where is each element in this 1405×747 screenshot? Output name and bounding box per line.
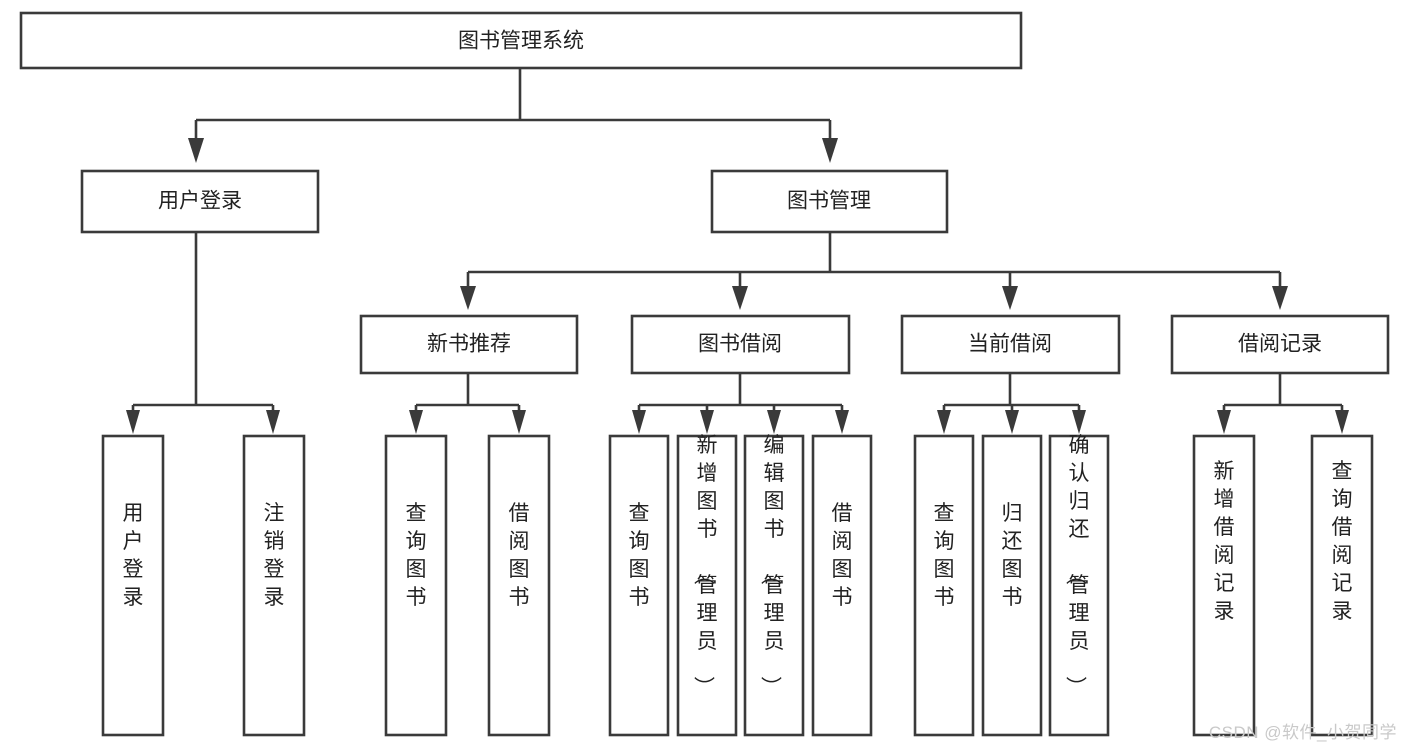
arrow-head-icon: [1002, 286, 1018, 310]
arrow-head-icon: [512, 410, 526, 434]
node-box-book-management[interactable]: [710, 169, 949, 234]
node-box-borrow-record[interactable]: [1170, 314, 1390, 375]
leaf-node-borrow-record-query[interactable]: 查询借阅记录: [1310, 434, 1374, 737]
arrow-head-icon: [126, 410, 140, 434]
node-new-book-recommend[interactable]: 新书推荐: [359, 314, 579, 375]
leaf-node-book-borrow-add[interactable]: 新增图书（管理员）: [676, 434, 738, 737]
leaf-box-current-borrow-confirm[interactable]: [1048, 434, 1110, 737]
connector-group-user-login: [126, 233, 280, 434]
leaf-box-current-borrow-query[interactable]: [913, 434, 975, 737]
node-label-current-borrow: 当前借阅: [968, 333, 1052, 356]
leaf-box-borrow-record-query[interactable]: [1310, 434, 1374, 737]
connector-group-current-borrow: [937, 373, 1086, 434]
node-root-system[interactable]: 图书管理系统: [19, 11, 1023, 70]
leaf-label-new-book-borrow: 借阅图书: [509, 502, 530, 609]
leaf-label-book-borrow-query: 查询图书: [629, 502, 650, 609]
node-label-new-book-recommend: 新书推荐: [427, 333, 511, 356]
arrow-head-icon: [767, 410, 781, 434]
arrow-head-icon: [1072, 410, 1086, 434]
leaf-node-new-book-borrow[interactable]: 借阅图书: [487, 434, 551, 737]
leaf-label-book-borrow-edit: 编辑图书（管理员）: [759, 434, 785, 697]
connector-group-book-mgmt: [460, 232, 1288, 310]
leaf-label-user-login-logout: 注销登录: [264, 502, 285, 609]
leaf-node-current-borrow-return[interactable]: 归还图书: [981, 434, 1043, 737]
csdn-watermark: CSDN @软件_小贺同学: [1208, 723, 1397, 742]
arrow-head-icon: [732, 286, 748, 310]
leaf-box-book-borrow-query[interactable]: [608, 434, 670, 737]
leaf-node-current-borrow-query[interactable]: 查询图书: [913, 434, 975, 737]
node-box-new-book-recommend[interactable]: [359, 314, 579, 375]
node-label-user-login: 用户登录: [158, 190, 242, 213]
arrow-head-icon: [835, 410, 849, 434]
leaf-label-new-book-query: 查询图书: [406, 502, 427, 609]
leaf-box-user-login-logout[interactable]: [242, 434, 306, 737]
leaf-label-current-borrow-confirm: 确认归还（管理员）: [1064, 434, 1090, 697]
node-box-current-borrow[interactable]: [900, 314, 1121, 375]
connector-group-root: [188, 68, 838, 163]
leaf-label-current-borrow-query: 查询图书: [934, 502, 955, 609]
leaf-box-new-book-borrow[interactable]: [487, 434, 551, 737]
arrow-head-icon: [937, 410, 951, 434]
node-box-book-borrow[interactable]: [630, 314, 851, 375]
connector-group-borrow-record: [1217, 373, 1349, 434]
arrow-head-icon: [1335, 410, 1349, 434]
leaf-label-user-login-login: 用户登录: [123, 502, 144, 609]
leaf-node-borrow-record-add[interactable]: 新增借阅记录: [1192, 434, 1256, 737]
leaf-node-book-borrow-borrow[interactable]: 借阅图书: [811, 434, 873, 737]
node-book-management[interactable]: 图书管理: [710, 169, 949, 234]
leaf-node-book-borrow-edit[interactable]: 编辑图书（管理员）: [743, 434, 805, 737]
node-borrow-record[interactable]: 借阅记录: [1170, 314, 1390, 375]
leaf-box-book-borrow-borrow[interactable]: [811, 434, 873, 737]
arrow-head-icon: [1272, 286, 1288, 310]
arrow-head-icon: [632, 410, 646, 434]
arrow-head-icon: [188, 138, 204, 163]
leaf-node-user-login-logout[interactable]: 注销登录: [242, 434, 306, 737]
node-user-login[interactable]: 用户登录: [80, 169, 320, 234]
arrow-head-icon: [1217, 410, 1231, 434]
leaf-node-user-login-login[interactable]: 用户登录: [101, 434, 165, 737]
node-box-user-login[interactable]: [80, 169, 320, 234]
leaf-node-book-borrow-query[interactable]: 查询图书: [608, 434, 670, 737]
node-current-borrow[interactable]: 当前借阅: [900, 314, 1121, 375]
arrow-head-icon: [460, 286, 476, 310]
leaf-label-book-borrow-borrow: 借阅图书: [832, 502, 853, 609]
connector-group-new-book: [409, 373, 526, 434]
leaf-box-borrow-record-add[interactable]: [1192, 434, 1256, 737]
connector-group-book-borrow: [632, 373, 849, 434]
arrow-head-icon: [266, 410, 280, 434]
leaf-box-book-borrow-add[interactable]: [676, 434, 738, 737]
node-book-borrow[interactable]: 图书借阅: [630, 314, 851, 375]
leaf-label-borrow-record-query: 查询借阅记录: [1332, 460, 1353, 623]
arrow-head-icon: [1005, 410, 1019, 434]
leaf-box-book-borrow-edit[interactable]: [743, 434, 805, 737]
node-label-root: 图书管理系统: [458, 30, 584, 53]
leaf-label-book-borrow-add: 新增图书（管理员）: [692, 434, 718, 697]
arrow-head-icon: [822, 138, 838, 163]
node-label-book-management: 图书管理: [787, 190, 871, 213]
leaf-label-current-borrow-return: 归还图书: [1002, 502, 1023, 609]
node-label-borrow-record: 借阅记录: [1238, 333, 1322, 356]
leaf-box-user-login-login[interactable]: [101, 434, 165, 737]
arrow-head-icon: [700, 410, 714, 434]
node-label-book-borrow: 图书借阅: [698, 333, 782, 356]
leaf-node-new-book-query[interactable]: 查询图书: [384, 434, 448, 737]
node-box-root[interactable]: [19, 11, 1023, 70]
leaf-box-new-book-query[interactable]: [384, 434, 448, 737]
arrow-head-icon: [409, 410, 423, 434]
leaf-label-borrow-record-add: 新增借阅记录: [1214, 460, 1235, 623]
leaf-box-current-borrow-return[interactable]: [981, 434, 1043, 737]
leaf-node-current-borrow-confirm[interactable]: 确认归还（管理员）: [1048, 434, 1110, 737]
